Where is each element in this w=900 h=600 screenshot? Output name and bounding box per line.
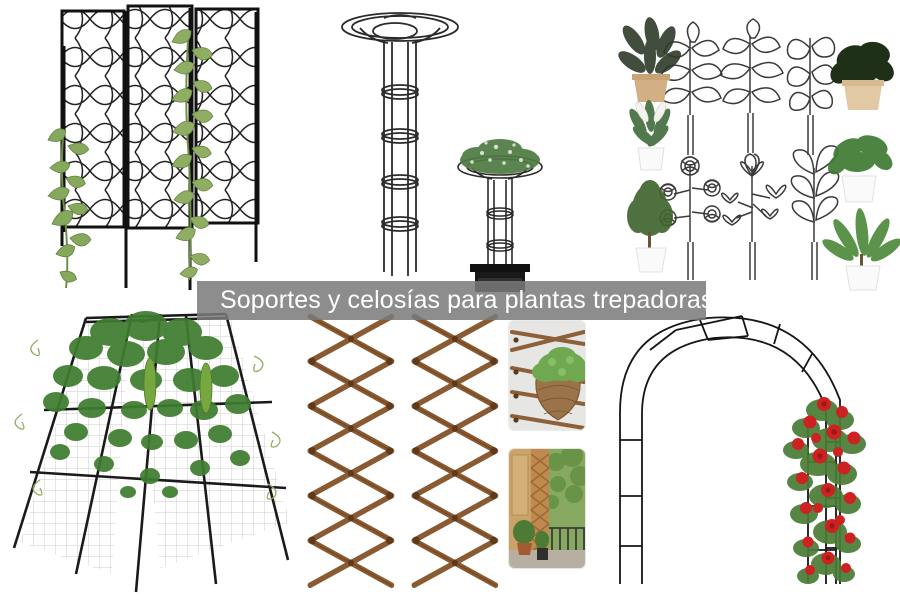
caption-banner: Soportes y celosías para plantas trepado… [197, 281, 713, 320]
obelisk-towers-illustration [341, 12, 543, 292]
metal-screen-trellis-illustration [47, 4, 260, 290]
potted-plant-white-leaf [629, 100, 671, 171]
inset-photo-balcony-lattice [506, 446, 588, 571]
cucumber-fruit [143, 357, 213, 414]
wood-lattice-panel-2 [413, 316, 497, 585]
wood-lattice-panel-1 [309, 316, 393, 585]
flowering-foliage [460, 139, 540, 174]
collage-cell-garden-rose-arch [590, 292, 900, 600]
potted-plant-dark-leaf [618, 17, 682, 102]
potted-plant-spider [822, 208, 900, 291]
potted-plant-shrub [627, 180, 673, 273]
balcony-potted-plant [513, 520, 535, 555]
wire-wall-stakes-illustration [618, 17, 900, 291]
collage-cell-expandable-wood-lattice [300, 292, 600, 600]
garden-rose-arch-illustration [619, 315, 866, 584]
potted-plant-monstera [828, 135, 893, 203]
expandable-wood-lattice-illustration [300, 292, 588, 600]
climbing-roses [783, 397, 866, 584]
collage-cell-obelisk-towers [300, 0, 600, 292]
collage-cell-metal-screen-trellis [0, 0, 300, 292]
inset-photo-wicker-wall-planter [506, 318, 588, 433]
caption-text: Soportes y celosías para plantas trepado… [220, 286, 714, 314]
a-frame-trellis-illustration [12, 311, 290, 593]
potted-plant-dark-monstera [830, 41, 894, 110]
ivy-vine-left [47, 128, 92, 289]
collage-cell-a-frame-trellis [0, 292, 310, 600]
balcony-potted-plant-2 [535, 531, 549, 560]
ivy-vine-center [171, 29, 214, 281]
collage-cell-wire-wall-stakes [600, 0, 900, 292]
